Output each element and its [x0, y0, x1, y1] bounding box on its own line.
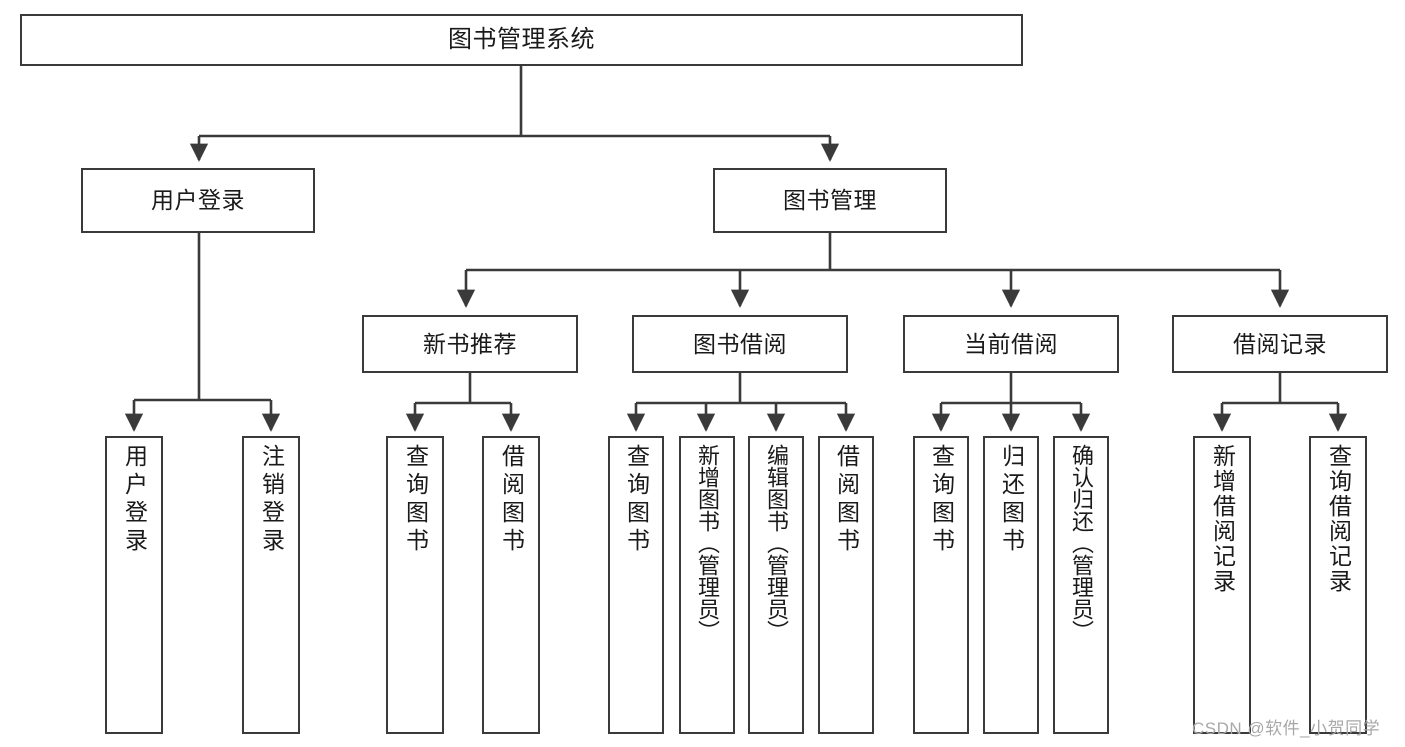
- node-label: 图书管理系统: [448, 26, 595, 53]
- node-label: 编辑图书（管理员）: [764, 444, 789, 642]
- node-label: 查询图书: [402, 444, 429, 556]
- leaf-confirm-return-admin[interactable]: 确认归还（管理员）: [1053, 436, 1109, 734]
- leaf-query-book-current[interactable]: 查询图书: [913, 436, 969, 734]
- node-label: 新书推荐: [423, 330, 517, 357]
- node-book-management[interactable]: 图书管理: [713, 168, 947, 233]
- node-label: 借阅记录: [1233, 330, 1327, 357]
- node-root-book-management-system[interactable]: 图书管理系统: [20, 14, 1023, 66]
- node-label: 图书管理: [783, 187, 877, 213]
- node-label: 查询图书: [928, 444, 955, 556]
- node-new-book-recommendation[interactable]: 新书推荐: [362, 315, 578, 373]
- leaf-edit-book-admin[interactable]: 编辑图书（管理员）: [748, 436, 804, 734]
- node-label: 图书借阅: [693, 330, 787, 357]
- node-user-login[interactable]: 用户登录: [81, 168, 315, 233]
- leaf-borrow-book-new-book[interactable]: 借阅图书: [482, 436, 540, 734]
- node-label: 新增借阅记录: [1209, 444, 1236, 594]
- node-current-borrowing[interactable]: 当前借阅: [903, 315, 1119, 373]
- node-label: 借阅图书: [833, 444, 860, 556]
- node-label: 新增图书（管理员）: [695, 444, 720, 642]
- leaf-query-book-new-book[interactable]: 查询图书: [386, 436, 444, 734]
- node-label: 归还图书: [998, 444, 1025, 556]
- node-label: 借阅图书: [498, 444, 525, 556]
- node-book-borrowing[interactable]: 图书借阅: [632, 315, 848, 373]
- leaf-logout[interactable]: 注销登录: [242, 436, 300, 734]
- leaf-add-borrow-record[interactable]: 新增借阅记录: [1193, 436, 1251, 734]
- leaf-query-borrow-record[interactable]: 查询借阅记录: [1309, 436, 1367, 734]
- node-borrowing-record[interactable]: 借阅记录: [1172, 315, 1388, 373]
- node-label: 查询借阅记录: [1325, 444, 1352, 594]
- leaf-add-book-admin[interactable]: 新增图书（管理员）: [679, 436, 735, 734]
- leaf-borrow-book-borrowing[interactable]: 借阅图书: [818, 436, 874, 734]
- node-label: 确认归还（管理员）: [1069, 444, 1094, 642]
- node-label: 当前借阅: [964, 330, 1058, 357]
- node-label: 用户登录: [151, 187, 245, 213]
- leaf-query-book-borrowing[interactable]: 查询图书: [608, 436, 664, 734]
- node-label: 注销登录: [258, 444, 285, 556]
- leaf-return-book[interactable]: 归还图书: [983, 436, 1039, 734]
- watermark-csdn: CSDN @软件_小贺同学: [1192, 719, 1381, 738]
- leaf-user-login[interactable]: 用户登录: [105, 436, 163, 734]
- node-label: 查询图书: [623, 444, 650, 556]
- node-label: 用户登录: [121, 444, 148, 556]
